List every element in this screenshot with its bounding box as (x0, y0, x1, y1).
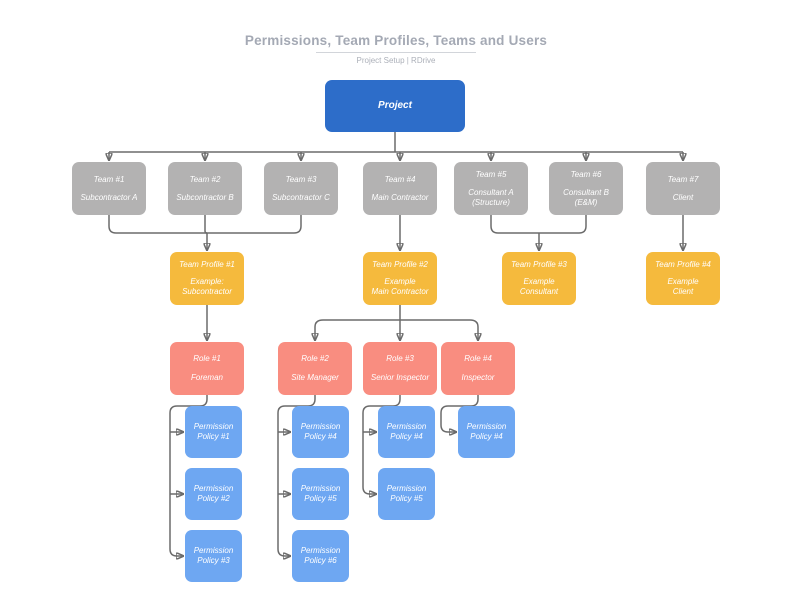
team-profile-2-title: Team Profile #2 (372, 260, 428, 269)
team-4-subtitle: Main Contractor (371, 192, 429, 202)
policy-label: Permission Policy #6 (300, 546, 341, 565)
role-2-node[interactable]: Role #2 Site Manager (278, 342, 352, 395)
role-4-subtitle: Inspector (461, 373, 495, 382)
role-4-node[interactable]: Role #4 Inspector (441, 342, 515, 395)
team-1-node[interactable]: Team #1 Subcontractor A (72, 162, 146, 215)
role-1-title: Role #1 (193, 354, 221, 363)
project-node[interactable]: Project (325, 80, 465, 132)
role-3-node[interactable]: Role #3 Senior Inspector (363, 342, 437, 395)
team-profile-2-node[interactable]: Team Profile #2 Example Main Contractor (363, 252, 437, 305)
policy-label: Permission Policy #3 (193, 546, 234, 565)
permission-policy-node[interactable]: Permission Policy #2 (185, 468, 242, 520)
role-2-subtitle: Site Manager (291, 373, 339, 382)
permission-policy-node[interactable]: Permission Policy #1 (185, 406, 242, 458)
team-7-subtitle: Client (672, 192, 694, 202)
team-4-title: Team #4 (384, 174, 416, 184)
policy-label: Permission Policy #5 (386, 484, 427, 503)
page-title: Permissions, Team Profiles, Teams and Us… (244, 33, 548, 48)
title-underline (316, 52, 476, 53)
permission-policy-node[interactable]: Permission Policy #5 (378, 468, 435, 520)
team-profile-3-node[interactable]: Team Profile #3 Example Consultant (502, 252, 576, 305)
team-5-title: Team #5 (475, 169, 507, 179)
team-7-node[interactable]: Team #7 Client (646, 162, 720, 215)
page-subtitle: Project Setup | RDrive (356, 56, 436, 65)
permission-policy-node[interactable]: Permission Policy #6 (292, 530, 349, 582)
team-3-title: Team #3 (285, 174, 317, 184)
permission-policy-node[interactable]: Permission Policy #4 (458, 406, 515, 458)
permission-policy-node[interactable]: Permission Policy #4 (378, 406, 435, 458)
team-6-node[interactable]: Team #6 Consultant B (E&M) (549, 162, 623, 215)
team-6-subtitle: Consultant B (E&M) (563, 187, 609, 207)
team-7-title: Team #7 (667, 174, 699, 184)
policy-label: Permission Policy #2 (193, 484, 234, 503)
team-2-title: Team #2 (189, 174, 221, 184)
team-1-subtitle: Subcontractor A (80, 192, 138, 202)
role-2-title: Role #2 (301, 354, 329, 363)
team-profile-4-node[interactable]: Team Profile #4 Example Client (646, 252, 720, 305)
team-profile-2-subtitle: Example Main Contractor (371, 277, 429, 296)
permission-policy-node[interactable]: Permission Policy #3 (185, 530, 242, 582)
team-3-subtitle: Subcontractor C (272, 192, 330, 202)
team-profile-4-subtitle: Example Client (667, 277, 699, 296)
policy-label: Permission Policy #5 (300, 484, 341, 503)
project-label: Project (378, 99, 412, 111)
team-profile-4-title: Team Profile #4 (655, 260, 711, 269)
role-3-subtitle: Senior Inspector (370, 373, 430, 382)
team-profile-1-node[interactable]: Team Profile #1 Example: Subcontractor (170, 252, 244, 305)
team-6-title: Team #6 (570, 169, 602, 179)
team-3-node[interactable]: Team #3 Subcontractor C (264, 162, 338, 215)
role-3-title: Role #3 (386, 354, 414, 363)
team-2-subtitle: Subcontractor B (176, 192, 234, 202)
team-profile-3-title: Team Profile #3 (511, 260, 567, 269)
team-profile-3-subtitle: Example Consultant (519, 277, 559, 296)
permission-policy-node[interactable]: Permission Policy #5 (292, 468, 349, 520)
team-2-node[interactable]: Team #2 Subcontractor B (168, 162, 242, 215)
team-5-node[interactable]: Team #5 Consultant A (Structure) (454, 162, 528, 215)
permission-policy-node[interactable]: Permission Policy #4 (292, 406, 349, 458)
team-profile-1-title: Team Profile #1 (179, 260, 235, 269)
role-1-node[interactable]: Role #1 Foreman (170, 342, 244, 395)
role-1-subtitle: Foreman (190, 373, 223, 382)
policy-label: Permission Policy #4 (300, 422, 341, 441)
team-profile-1-subtitle: Example: Subcontractor (182, 277, 232, 296)
policy-label: Permission Policy #1 (193, 422, 234, 441)
team-5-subtitle: Consultant A (Structure) (468, 187, 514, 207)
policy-label: Permission Policy #4 (466, 422, 507, 441)
role-4-title: Role #4 (464, 354, 492, 363)
team-1-title: Team #1 (93, 174, 125, 184)
team-4-node[interactable]: Team #4 Main Contractor (363, 162, 437, 215)
policy-label: Permission Policy #4 (386, 422, 427, 441)
